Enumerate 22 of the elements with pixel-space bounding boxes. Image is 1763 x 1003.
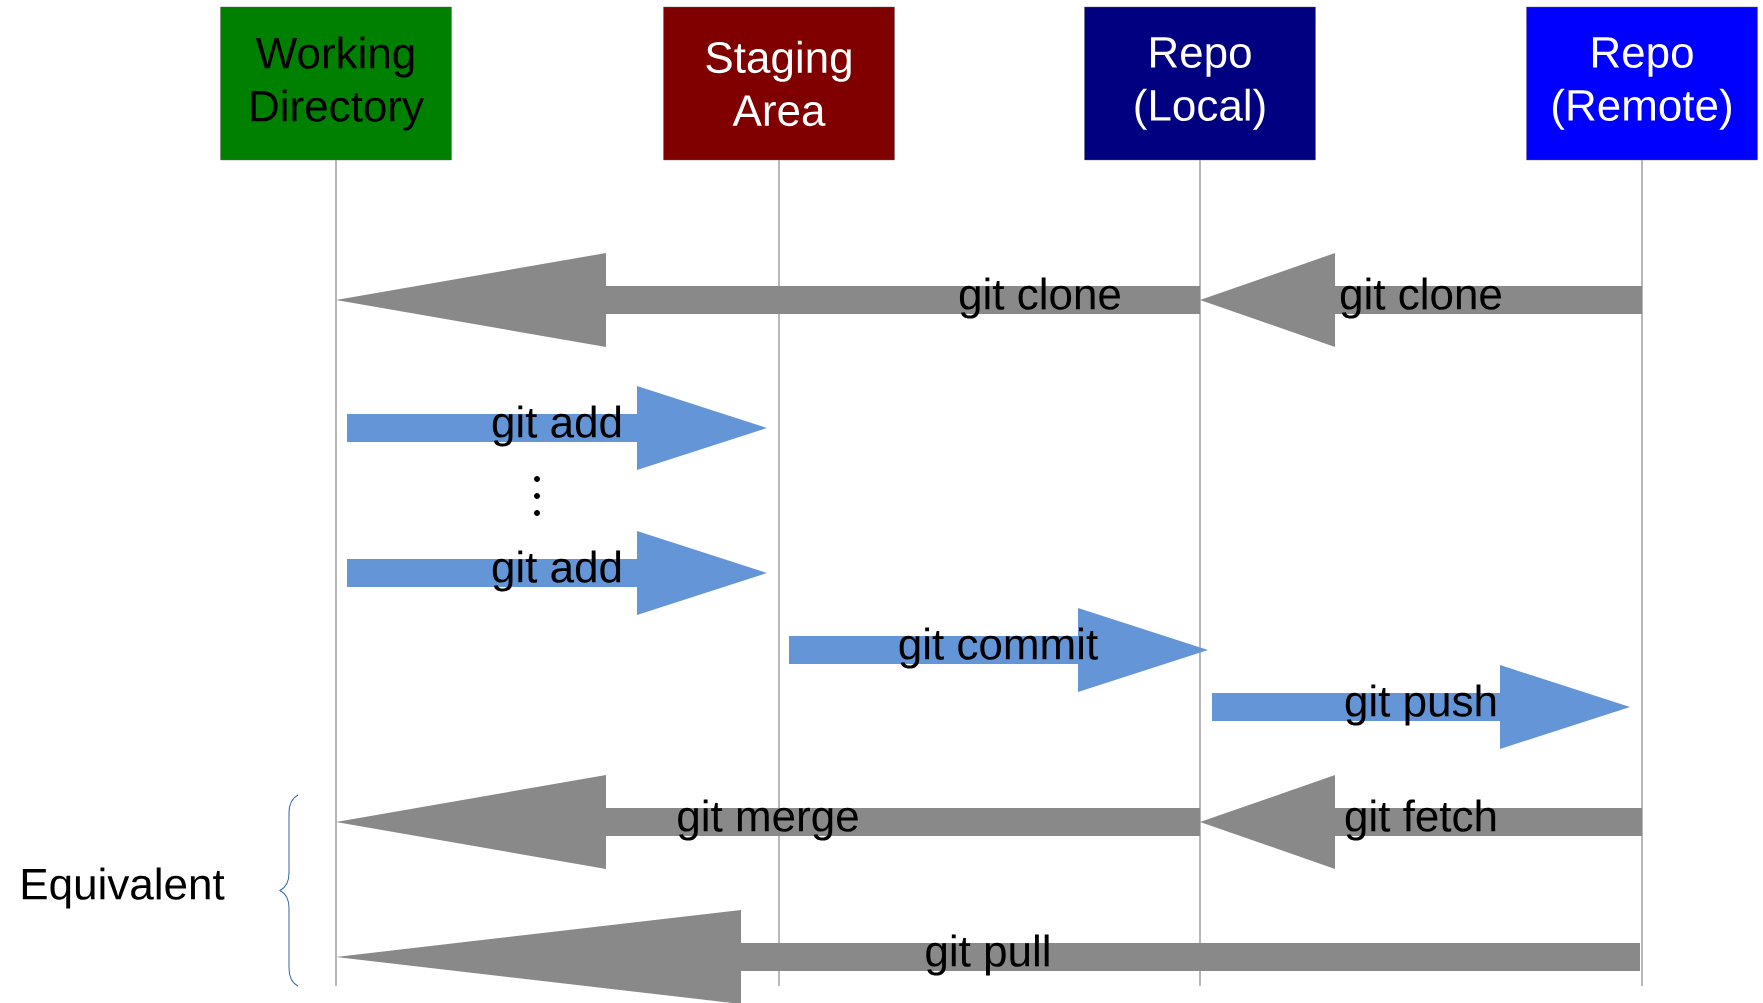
arrow xyxy=(1200,253,1642,347)
participant-box: Repo (Remote) xyxy=(1526,6,1758,161)
arrow xyxy=(789,608,1208,692)
edge-label: git add xyxy=(492,405,621,447)
arrow xyxy=(336,775,1200,869)
edge-label: git fetch xyxy=(1345,799,1496,841)
bracket-label: Equivalent xyxy=(22,867,225,909)
participant-box: Working Directory xyxy=(220,6,452,161)
arrow xyxy=(336,253,1200,347)
edge-label: git clone xyxy=(959,277,1120,319)
participant-box: Repo (Local) xyxy=(1084,6,1316,161)
edge-label: git merge xyxy=(678,799,858,841)
edge-label: git pull xyxy=(926,934,1049,976)
edge-label: git commit xyxy=(899,627,1098,669)
arrow xyxy=(1200,775,1642,869)
arrow xyxy=(1212,665,1630,749)
participant-box: Staging Area xyxy=(663,6,895,161)
edge-label: git push xyxy=(1345,684,1496,726)
arrow xyxy=(347,531,767,615)
arrow xyxy=(347,386,767,470)
edge-label: git clone xyxy=(1340,277,1501,319)
edge-label: git add xyxy=(492,550,621,592)
